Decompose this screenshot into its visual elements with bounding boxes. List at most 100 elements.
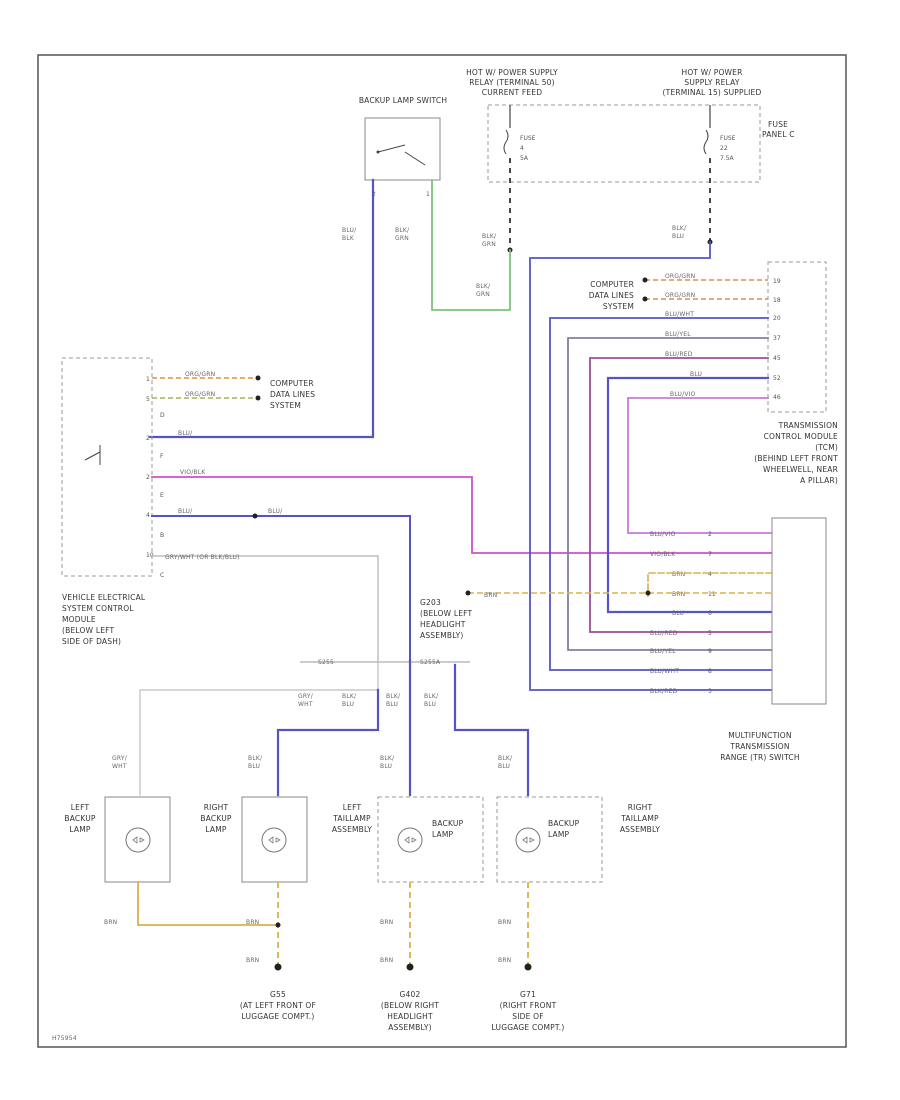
wl-m-8: BLU/WHT (650, 668, 679, 675)
wl-tcm-5: BLU/VIO (670, 391, 696, 398)
wire-brn-1 (647, 572, 773, 597)
fuse-right-icon (703, 129, 709, 155)
fuse-right-name: FUSE (720, 135, 736, 142)
wl-blk-blu-1a: BLK/ (342, 693, 357, 700)
svg-text:3: 3 (708, 688, 712, 695)
wire-gnd-left-backup (137, 881, 279, 926)
wl-ve-e-1: BLU/ (178, 508, 193, 515)
right-taillamp-box (496, 796, 603, 883)
vescm-l4: (BELOW LEFT (62, 626, 115, 635)
right-tail-l1: RIGHT (628, 803, 653, 812)
ground-g402-icon (406, 963, 414, 971)
fuse-left-icon (503, 129, 509, 155)
mtrs-pins: 2 7 4 11 6 5 9 8 3 (708, 531, 716, 695)
fuse-panel-l1: FUSE (768, 120, 788, 129)
ve-pin-5: 5 (146, 396, 150, 403)
ve-pin-10: 10 (146, 552, 154, 559)
vescm-l1: VEHICLE ELECTRICAL (62, 593, 146, 602)
left-tail-l3: ASSEMBLY (332, 825, 373, 834)
wl-sw-blu-2: BLK (342, 235, 355, 242)
tcm-l6: A PILLAR) (800, 476, 838, 485)
fuse-panel-box (487, 104, 761, 183)
lamp-bulb-icon (261, 827, 287, 853)
g71-l4: LUGGAGE COMPT.) (492, 1023, 565, 1032)
svg-text:7: 7 (708, 551, 712, 558)
wl-vio-blk: VIO/BLK (180, 469, 206, 476)
ve-pin-c: C (160, 572, 164, 579)
fuse-panel-l2: PANEL C (762, 130, 795, 139)
wire-switch-blu (148, 178, 375, 439)
cds-right-l2: DATA LINES (589, 291, 634, 300)
wl-gry-3: GRY/ (112, 755, 128, 762)
tcm-pin-1: 19 (773, 278, 781, 285)
wl-sw-blu-1: BLU/ (342, 227, 357, 234)
wire-tcm-1 (549, 317, 773, 671)
wl-tcm-3: BLU/RED (665, 351, 693, 358)
wire-ve-gray (151, 555, 379, 661)
ve-pin-d: D (160, 412, 165, 419)
wl-grn-2: GRN (476, 291, 490, 298)
fuse-right-num: 22 (720, 145, 728, 152)
wl-rt-2: BLU (498, 763, 510, 770)
g203-l3: HEADLIGHT (420, 620, 466, 629)
lamp-bulb-icon (125, 827, 151, 853)
wl-g-5: BRN (380, 957, 393, 964)
vescm-box (61, 357, 153, 577)
svg-text:6: 6 (708, 610, 712, 617)
wl-m-9: BLK/RED (650, 688, 678, 695)
switch-symbol-icon (376, 144, 426, 166)
g55-l3: LUGGAGE COMPT.) (242, 1012, 315, 1021)
tcm-pin-2: 18 (773, 297, 781, 304)
wl-g-1: BRN (104, 919, 117, 926)
relay-right-l3: (TERMINAL 15) SUPPLIED (663, 88, 762, 97)
wl-blk-blu-2a: BLK/ (386, 693, 401, 700)
wl-m-1: BLU/VIO (650, 531, 676, 538)
wl-fuse-left-2: GRN (482, 241, 496, 248)
wl-ve-gray: GRY/WHT (OR BLK/BLU) (165, 554, 240, 561)
wl-data-right-2: ORG/GRN (665, 292, 695, 299)
right-backup-l1: RIGHT (204, 803, 229, 812)
tcm-l1: TRANSMISSION (778, 421, 838, 430)
left-taillamp-box (377, 796, 484, 883)
wire-blu-right-backup (276, 688, 380, 797)
wl-blk-blu-2b: BLU (386, 701, 398, 708)
ve-pin-b: B (160, 532, 164, 539)
tcm-l2: CONTROL MODULE (764, 432, 838, 441)
g402-l4: ASSEMBLY) (388, 1023, 432, 1032)
right-tail-bl-1: BACKUP (548, 819, 580, 828)
splice-left: S255 (318, 659, 334, 666)
svg-text:11: 11 (708, 591, 716, 598)
wl-blk-blu-1b: BLU (342, 701, 354, 708)
lamp-bulb-icon (397, 827, 423, 853)
wl-sw-grn-2: GRN (395, 235, 409, 242)
lamp-bulb-icon (515, 827, 541, 853)
fuse-left-amp: 5A (520, 155, 529, 162)
svg-text:9: 9 (708, 648, 712, 655)
g55-l1: G55 (270, 990, 286, 999)
tcm-l5: WHEELWELL, NEAR (763, 465, 838, 474)
wl-gry-4: WHT (112, 763, 127, 770)
ve-pin-e: E (160, 492, 164, 499)
vescm-l2: SYSTEM CONTROL (62, 604, 134, 613)
cds-left-l3: SYSTEM (270, 401, 301, 410)
diagram-id: H75954 (52, 1035, 77, 1042)
right-backup-l3: LAMP (205, 825, 227, 834)
mtrs-l3: RANGE (TR) SWITCH (720, 753, 799, 762)
wl-tcm-4: BLU (690, 371, 702, 378)
tcm-pin-3: 20 (773, 315, 781, 322)
ve-pin-3: 2 (146, 474, 150, 481)
fuse-left-name: FUSE (520, 135, 536, 142)
wire-tcm-2 (567, 337, 773, 651)
wl-brn-g203: BRN (484, 592, 497, 599)
vescm-l3: MODULE (62, 615, 96, 624)
module-switch-icon (84, 445, 101, 465)
relay-left-l3: CURRENT FEED (482, 88, 542, 97)
svg-text:4: 4 (708, 571, 712, 578)
backup-switch-label: BACKUP LAMP SWITCH (359, 96, 447, 105)
ground-g71-icon (524, 963, 532, 971)
wl-blk-blu-3b: BLU (424, 701, 436, 708)
wl-gry-1: GRY/ (298, 693, 314, 700)
right-tail-l3: ASSEMBLY (620, 825, 661, 834)
left-tail-l1: LEFT (343, 803, 362, 812)
tcm-l3: (TCM) (815, 443, 838, 452)
